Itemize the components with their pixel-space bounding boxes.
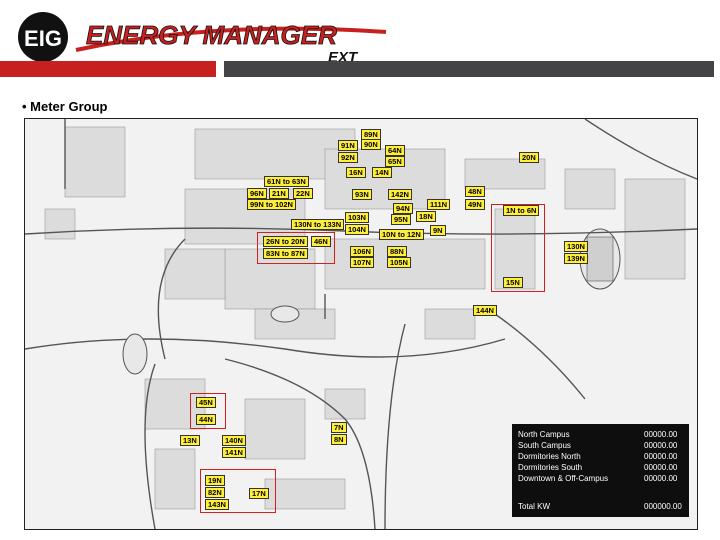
meter-label[interactable]: 1N to 6N: [503, 205, 540, 216]
meter-label[interactable]: 104N: [345, 224, 369, 235]
meter-label[interactable]: 9N: [430, 225, 446, 236]
meter-label[interactable]: 19N: [205, 475, 225, 486]
meter-label[interactable]: 64N: [385, 145, 405, 156]
kw-summary-panel: North Campus 00000.00 South Campus 00000…: [512, 424, 689, 517]
meter-label[interactable]: 8N: [331, 434, 347, 445]
campus-map[interactable]: 89N 91N 90N 92N 64N 65N 20N 16N 14N 61N …: [24, 118, 698, 530]
meter-label[interactable]: 141N: [222, 447, 246, 458]
meter-label[interactable]: 94N: [393, 203, 413, 214]
summary-row-name: Dormitories South: [518, 463, 583, 472]
summary-total-label: Total KW: [518, 502, 551, 511]
header-gray-bar: [224, 61, 714, 77]
meter-label[interactable]: 130N: [564, 241, 588, 252]
summary-row-name: North Campus: [518, 430, 570, 439]
meter-label[interactable]: 14N: [372, 167, 392, 178]
meter-label[interactable]: 106N: [350, 246, 374, 257]
summary-row: Dormitories North 00000.00: [518, 452, 683, 463]
meter-label[interactable]: 142N: [388, 189, 412, 200]
meter-label[interactable]: 61N to 63N: [264, 176, 309, 187]
summary-row-value: 00000.00: [644, 452, 678, 461]
meter-label[interactable]: 93N: [352, 189, 372, 200]
meter-label[interactable]: 26N to 20N: [263, 236, 308, 247]
summary-row-name: Downtown & Off-Campus: [518, 474, 609, 483]
meter-label[interactable]: 65N: [385, 156, 405, 167]
summary-total-row: Total KW 000000.00: [518, 502, 683, 513]
meter-label[interactable]: 45N: [196, 397, 216, 408]
summary-row: Downtown & Off-Campus 00000.00: [518, 474, 683, 485]
meter-label[interactable]: 139N: [564, 253, 588, 264]
meter-label[interactable]: 143N: [205, 499, 229, 510]
meter-label[interactable]: 96N: [247, 188, 267, 199]
meter-label[interactable]: 91N: [338, 140, 358, 151]
summary-row-name: Dormitories North: [518, 452, 581, 461]
energy-manager-logo: EIG ENERGY MANAGER EXT: [18, 12, 387, 66]
summary-row: Dormitories South 00000.00: [518, 463, 683, 474]
logo-mark: EIG: [24, 26, 62, 51]
meter-label[interactable]: 10N to 12N: [379, 229, 424, 240]
summary-row-value: 00000.00: [644, 441, 678, 450]
meter-label[interactable]: 83N to 87N: [263, 248, 308, 259]
slide-bullet-title: • Meter Group: [22, 99, 108, 114]
meter-group-outline[interactable]: [200, 469, 276, 513]
meter-label[interactable]: 18N: [416, 211, 436, 222]
summary-row-value: 00000.00: [644, 474, 678, 483]
meter-label[interactable]: 140N: [222, 435, 246, 446]
meter-group-outline[interactable]: [491, 204, 545, 292]
logo-title: ENERGY MANAGER: [86, 20, 337, 50]
header-red-bar: [0, 61, 216, 77]
meter-label[interactable]: 44N: [196, 414, 216, 425]
meter-label[interactable]: 82N: [205, 487, 225, 498]
meter-label[interactable]: 20N: [519, 152, 539, 163]
meter-group-outline[interactable]: [190, 393, 226, 429]
summary-row: North Campus 00000.00: [518, 430, 683, 441]
meter-label[interactable]: 21N: [269, 188, 289, 199]
meter-label[interactable]: 99N to 102N: [247, 199, 296, 210]
meter-label[interactable]: 88N: [387, 246, 407, 257]
meter-label[interactable]: 7N: [331, 422, 347, 433]
meter-label[interactable]: 49N: [465, 199, 485, 210]
meter-label[interactable]: 17N: [249, 488, 269, 499]
meter-label[interactable]: 111N: [427, 199, 451, 210]
meter-label[interactable]: 144N: [473, 305, 497, 316]
summary-row: South Campus 00000.00: [518, 441, 683, 452]
summary-row-name: South Campus: [518, 441, 571, 450]
meter-label[interactable]: 46N: [311, 236, 331, 247]
meter-label[interactable]: 22N: [293, 188, 313, 199]
meter-label[interactable]: 107N: [350, 257, 374, 268]
meter-label[interactable]: 103N: [345, 212, 369, 223]
meter-label[interactable]: 90N: [361, 139, 381, 150]
summary-row-value: 00000.00: [644, 430, 678, 439]
meter-label[interactable]: 16N: [346, 167, 366, 178]
meter-label[interactable]: 95N: [391, 214, 411, 225]
meter-label[interactable]: 13N: [180, 435, 200, 446]
meter-label[interactable]: 48N: [465, 186, 485, 197]
meter-label[interactable]: 105N: [387, 257, 411, 268]
meter-group-outline[interactable]: [257, 232, 335, 264]
summary-total-value: 000000.00: [644, 502, 682, 511]
summary-row-value: 00000.00: [644, 463, 678, 472]
meter-label[interactable]: 92N: [338, 152, 358, 163]
meter-label[interactable]: 15N: [503, 277, 523, 288]
meter-label[interactable]: 130N to 133N: [291, 219, 345, 230]
